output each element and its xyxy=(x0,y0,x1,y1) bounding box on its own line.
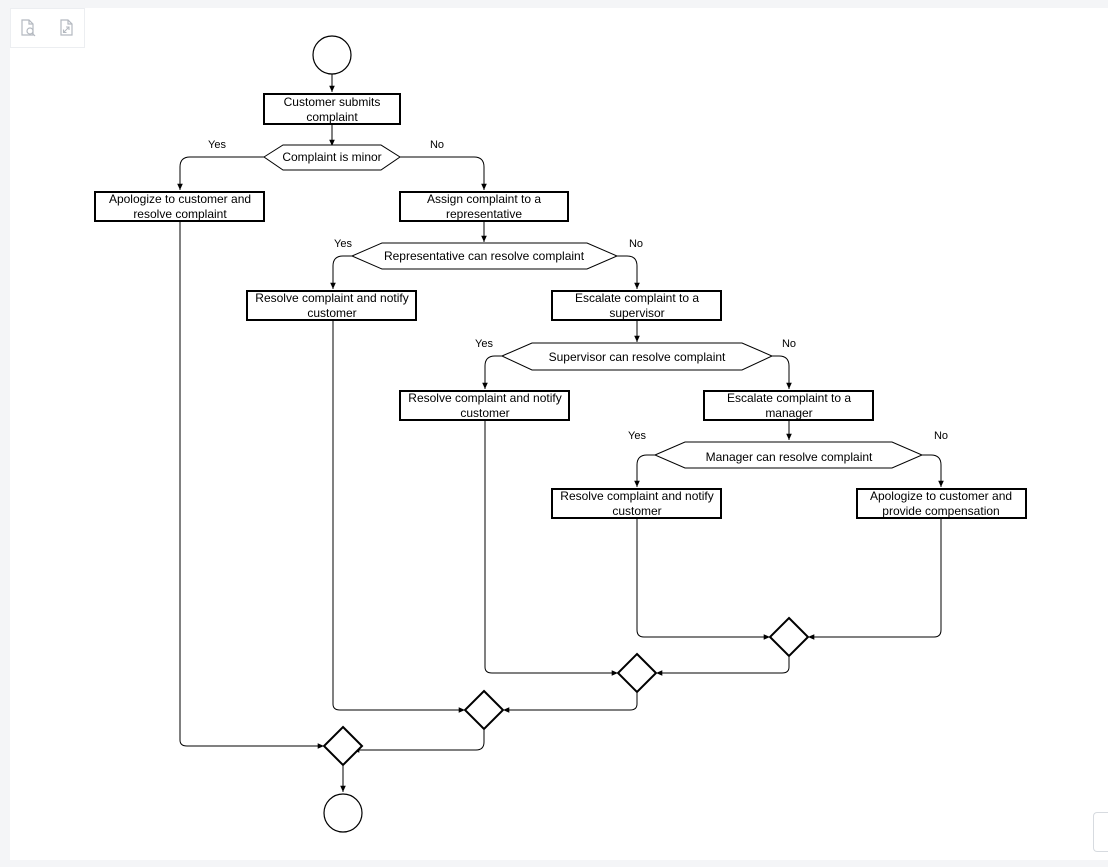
branch-label-yes: Yes xyxy=(208,139,226,151)
edge-resmgr-merge4 xyxy=(636,518,770,640)
decision-text: Representative can resolve complaint xyxy=(384,249,585,263)
diagram-toolbar xyxy=(10,8,85,48)
action-text: Resolve complaint and notify xyxy=(560,489,713,503)
edge-d2-yes xyxy=(330,255,352,289)
edge-ressup-merge3 xyxy=(484,420,618,676)
edge-d4-yes xyxy=(634,454,655,487)
action-text: customer xyxy=(307,306,356,320)
merge-node-3[interactable] xyxy=(616,652,658,694)
edge-merge3-merge2 xyxy=(503,692,638,713)
action-text: Escalate complaint to a xyxy=(727,391,851,405)
edge-d4-no xyxy=(922,454,944,487)
action-text: Assign complaint to a xyxy=(427,192,541,206)
edge-d2-no xyxy=(617,255,640,289)
branch-label-no: No xyxy=(934,430,948,442)
action-text: representative xyxy=(446,207,522,221)
edge-comp-merge4 xyxy=(808,518,942,640)
start-node[interactable] xyxy=(312,35,352,75)
edges xyxy=(177,74,944,792)
action-text: resolve complaint xyxy=(133,207,227,221)
branch-label-no: No xyxy=(782,338,796,350)
action-text: customer xyxy=(460,406,509,420)
edge-merge2-merge1 xyxy=(353,729,485,753)
action-text: Resolve complaint and notify xyxy=(255,291,408,305)
end-node[interactable] xyxy=(323,793,363,833)
edge-d1-no xyxy=(400,156,487,190)
merge-node-1[interactable] xyxy=(322,725,364,767)
branch-label-yes: Yes xyxy=(334,238,352,250)
edge-d3-no xyxy=(772,355,792,389)
action-text: supervisor xyxy=(609,306,664,320)
action-text: Escalate complaint to a xyxy=(575,291,699,305)
action-text: provide compensation xyxy=(882,504,999,518)
decision-sup-can-resolve[interactable]: Supervisor can resolve complaint xyxy=(500,342,774,371)
decision-complaint-minor[interactable]: Complaint is minor xyxy=(263,144,401,171)
decision-rep-can-resolve[interactable]: Representative can resolve complaint xyxy=(350,242,619,270)
branch-label-yes: Yes xyxy=(628,430,646,442)
branch-label-yes: Yes xyxy=(475,338,493,350)
action-text: Resolve complaint and notify xyxy=(408,391,561,405)
decision-mgr-can-resolve[interactable]: Manager can resolve complaint xyxy=(653,441,924,469)
decision-text: Complaint is minor xyxy=(282,150,381,164)
merge-node-2[interactable] xyxy=(463,689,505,731)
edge-d3-yes xyxy=(482,355,502,389)
action-text: Apologize to customer and xyxy=(870,489,1012,503)
action-text: customer xyxy=(612,504,661,518)
edge-d1-yes xyxy=(177,156,264,190)
zoom-control-handle[interactable] xyxy=(1093,812,1108,852)
edge-resrep-merge2 xyxy=(332,320,465,713)
decision-text: Supervisor can resolve complaint xyxy=(549,350,726,364)
action-text: Apologize to customer and xyxy=(109,192,251,206)
action-text: complaint xyxy=(306,110,358,124)
merge-node-4[interactable] xyxy=(768,616,810,658)
fit-to-screen-icon[interactable] xyxy=(57,18,77,38)
action-text: Customer submits xyxy=(284,95,381,109)
edge-apol-merge1 xyxy=(179,221,324,749)
edge-merge4-merge3 xyxy=(656,656,790,676)
print-preview-icon[interactable] xyxy=(18,18,38,38)
decision-text: Manager can resolve complaint xyxy=(706,450,873,464)
action-text: manager xyxy=(765,406,812,420)
branch-label-no: No xyxy=(629,238,643,250)
branch-label-no: No xyxy=(430,139,444,151)
